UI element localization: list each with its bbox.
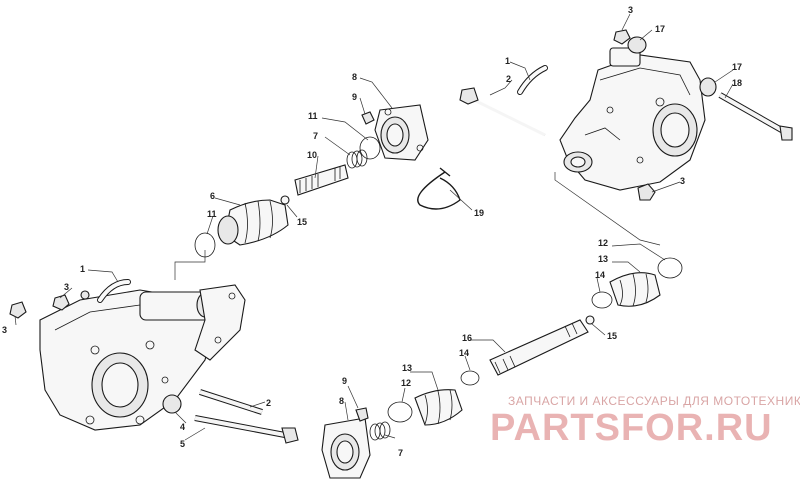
callout-16: 16 <box>462 333 472 343</box>
bushing-4 <box>162 394 182 414</box>
assembly-guide-lines <box>174 172 661 280</box>
callout-17-top: 17 <box>655 24 665 34</box>
bolt-9-lower <box>355 407 369 422</box>
callout-12-upper: 12 <box>598 238 608 248</box>
callout-8-lower: 8 <box>339 396 344 406</box>
clamp-19 <box>417 171 461 210</box>
spring-7-upper <box>346 149 368 169</box>
callout-17-right: 17 <box>732 62 742 72</box>
lower-flange-8 <box>321 417 371 479</box>
callout-6: 6 <box>210 191 215 201</box>
watermark-subtitle: ЗАПЧАСТИ И АКСЕССУАРЫ ДЛЯ МОТОТЕХНИКИ <box>508 394 800 408</box>
callout-numbers: 1 2 3 17 17 18 3 8 9 11 7 10 6 11 15 19 … <box>2 5 742 458</box>
shaft-10 <box>294 164 349 196</box>
bolt-9-upper <box>361 111 375 125</box>
callout-14-upper: 14 <box>595 270 605 280</box>
callout-3-left: 3 <box>2 325 7 335</box>
callout-2-upper: 2 <box>506 74 511 84</box>
callout-5: 5 <box>180 439 185 449</box>
boot-13-upper <box>609 272 661 307</box>
callout-9-lower: 9 <box>342 376 347 386</box>
front-gearcase <box>39 289 216 431</box>
boot-13-lower <box>414 389 463 426</box>
callout-4: 4 <box>180 422 185 432</box>
callout-2-lower: 2 <box>266 398 271 408</box>
seal-11-upper <box>359 136 381 160</box>
clamp-14-lower <box>460 370 480 386</box>
upper-flange-8 <box>374 104 429 161</box>
rear-gearcase <box>559 47 706 191</box>
callout-11-lower: 11 <box>207 209 217 219</box>
callout-15-upper: 15 <box>297 217 307 227</box>
callout-19: 19 <box>474 208 484 218</box>
leader-lines <box>14 13 734 441</box>
callout-7-lower: 7 <box>398 448 403 458</box>
bolt-5 <box>194 415 299 444</box>
seal-11-lower <box>194 232 216 258</box>
spring-7-lower <box>369 421 391 441</box>
boot-6 <box>217 199 289 246</box>
bolt-upper <box>459 87 546 137</box>
bolt-2-lower <box>199 389 263 415</box>
callout-8-upper: 8 <box>352 72 357 82</box>
callout-14-lower: 14 <box>459 348 469 358</box>
bolt-18 <box>718 92 793 141</box>
callout-18: 18 <box>732 78 742 88</box>
clamp-12-upper <box>657 257 683 279</box>
ball-15-upper <box>280 195 290 205</box>
callout-12-lower: 12 <box>401 378 411 388</box>
watermark-brand: PARTSFOR.RU <box>490 407 773 449</box>
ball-15-lower <box>585 315 595 325</box>
callout-9-upper: 9 <box>352 92 357 102</box>
callout-11-upper: 11 <box>308 111 318 121</box>
callout-3-mid: 3 <box>64 282 69 292</box>
nut-3-left <box>9 301 27 319</box>
callout-15-lower: 15 <box>607 331 617 341</box>
clamp-12-lower <box>387 401 413 423</box>
shaft-16 <box>489 319 589 376</box>
bushing-17-top <box>627 36 647 54</box>
callout-3-rear: 3 <box>680 176 685 186</box>
bushing-17-right <box>699 77 717 97</box>
watermark: ЗАПЧАСТИ И АКСЕССУАРЫ ДЛЯ МОТОТЕХНИКИ PA… <box>490 394 800 449</box>
callout-13-lower: 13 <box>402 363 412 373</box>
mounting-bracket <box>194 284 246 361</box>
callout-7-upper: 7 <box>313 131 318 141</box>
fitting-3 <box>80 290 90 300</box>
nut-3-top <box>613 29 631 45</box>
clamp-14-upper <box>591 291 613 309</box>
callout-1-upper: 1 <box>505 56 510 66</box>
callout-1-lower: 1 <box>80 264 85 274</box>
callout-13-upper: 13 <box>598 254 608 264</box>
callout-3-top: 3 <box>628 5 633 15</box>
callout-10: 10 <box>307 150 317 160</box>
nut-3-right <box>637 183 656 201</box>
